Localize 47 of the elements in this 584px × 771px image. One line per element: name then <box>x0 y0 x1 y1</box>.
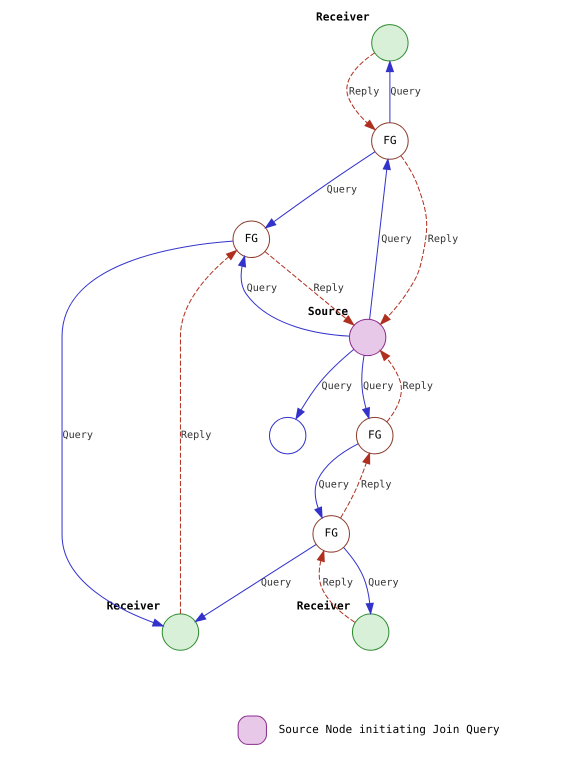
arrow <box>295 349 354 420</box>
node-circle: FG <box>356 416 394 454</box>
node-label: Receiver <box>296 600 350 613</box>
node-label: Source <box>308 304 348 318</box>
edge-label: Query <box>326 184 358 196</box>
edge-label: Query <box>390 86 421 98</box>
arrow <box>346 52 376 131</box>
edge-label: Reply <box>428 234 458 245</box>
edge-label: Query <box>318 479 349 490</box>
edge-label: Query <box>368 578 399 589</box>
legend-label: Source Node initiating Join Query <box>278 723 500 736</box>
arrow <box>180 250 238 614</box>
arrow <box>238 254 350 337</box>
edge-label: Query <box>322 381 352 392</box>
arrow <box>316 550 356 623</box>
edge-label: Query <box>381 234 412 245</box>
node-circle: FG <box>232 220 270 258</box>
arrow <box>264 151 376 229</box>
node-circle <box>268 416 306 454</box>
arrow <box>361 355 370 420</box>
node-label: Receiver <box>316 10 370 24</box>
arrow <box>314 443 358 520</box>
edge-label: Query <box>62 430 93 442</box>
arrow <box>380 155 428 326</box>
arrow <box>62 240 233 626</box>
arrow <box>369 158 391 320</box>
edge-label: Reply <box>402 381 433 392</box>
edge-label: Reply <box>361 479 392 490</box>
edge-label: Query <box>260 578 292 589</box>
node-circle <box>371 24 409 62</box>
edge-label: Reply <box>313 282 344 294</box>
node-circle: FG <box>312 515 350 553</box>
node-circle <box>162 613 200 651</box>
arrow <box>194 544 316 622</box>
node-circle <box>352 613 390 651</box>
arrow <box>340 452 370 518</box>
arrow <box>343 547 374 616</box>
arrow <box>386 60 394 122</box>
edge-label: Query <box>363 381 394 392</box>
arrow <box>379 349 402 422</box>
arrow <box>264 251 356 326</box>
node-circle <box>348 318 386 356</box>
edge-label: Query <box>246 282 278 294</box>
edge-label: Reply <box>322 578 354 589</box>
edge-label: Reply <box>180 430 212 442</box>
node-circle: FG <box>371 122 409 160</box>
edge-label: Reply <box>348 86 380 98</box>
